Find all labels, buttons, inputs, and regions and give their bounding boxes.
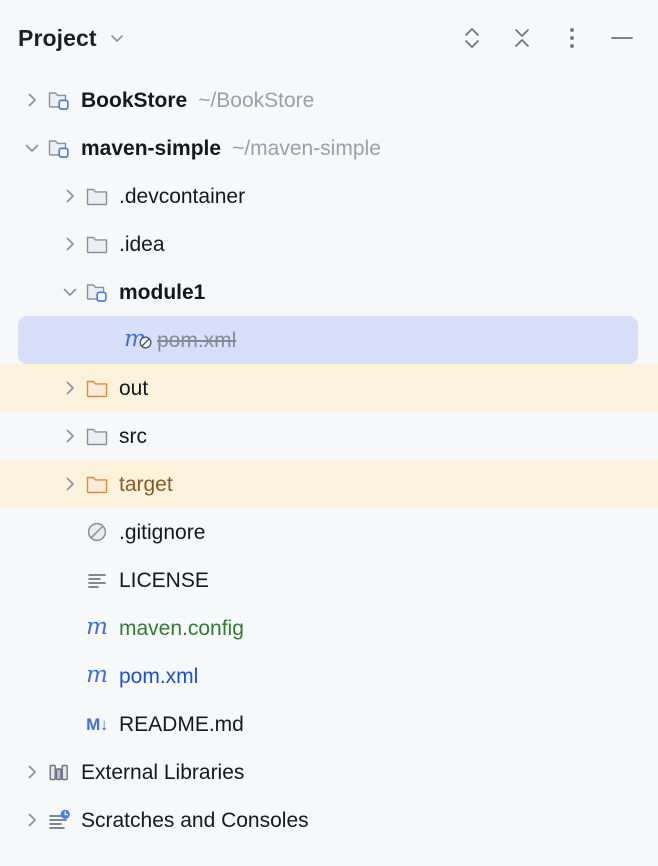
tree-row[interactable]: m pom.xml: [0, 652, 658, 700]
tree-row-label: README.md: [119, 712, 244, 736]
tree-row[interactable]: target: [0, 460, 658, 508]
collapse-all-button[interactable]: [508, 24, 536, 52]
chevron-right-icon[interactable]: [18, 758, 46, 786]
expand-all-button[interactable]: [458, 24, 486, 52]
chevron-right-icon[interactable]: [18, 806, 46, 834]
tree-row[interactable]: External Libraries: [0, 748, 658, 796]
chevron-right-icon[interactable]: [56, 422, 84, 450]
tree-row-label: pom.xml: [157, 328, 237, 352]
tree-row[interactable]: module1: [0, 268, 658, 316]
maven-icon: m: [86, 613, 108, 640]
tree-row-label: .idea: [119, 232, 165, 256]
tree-row-label: maven.config: [119, 616, 244, 640]
chevron-down-icon[interactable]: [18, 134, 46, 162]
chevron-right-icon[interactable]: [56, 230, 84, 258]
tree-row-label: LICENSE: [119, 568, 209, 592]
chevron-right-icon[interactable]: [56, 470, 84, 498]
folder-icon: [84, 231, 110, 257]
more-options-button[interactable]: [558, 24, 586, 52]
tree-row[interactable]: M↓ README.md: [0, 700, 658, 748]
excluded-folder-icon: [84, 375, 110, 401]
tree-row-label: External Libraries: [81, 760, 245, 784]
maven-ignored-icon: m: [122, 327, 152, 353]
tree-row-label: Scratches and Consoles: [81, 808, 309, 832]
folder-icon: [84, 423, 110, 449]
tree-row[interactable]: src: [0, 412, 658, 460]
tree-row[interactable]: out: [0, 364, 658, 412]
tree-row-path: ~/maven-simple: [232, 136, 381, 160]
module-folder-icon: [84, 279, 110, 305]
tree-row[interactable]: .devcontainer: [0, 172, 658, 220]
chevron-right-icon[interactable]: [56, 374, 84, 402]
tree-row-label: module1: [119, 280, 206, 304]
folder-icon: [84, 183, 110, 209]
tree-row-label: pom.xml: [119, 664, 199, 688]
chevron-right-icon[interactable]: [56, 182, 84, 210]
chevron-down-icon[interactable]: [108, 29, 126, 47]
project-tree: BookStore ~/BookStore maven-simple ~/maven-…: [0, 76, 658, 844]
libraries-icon: [46, 759, 72, 785]
tree-row[interactable]: maven-simple ~/maven-simple: [0, 124, 658, 172]
minimize-button[interactable]: [608, 24, 636, 52]
tree-row[interactable]: .idea: [0, 220, 658, 268]
tree-row-label: out: [119, 376, 149, 400]
text-file-icon: [84, 567, 110, 593]
module-folder-icon: [46, 135, 72, 161]
tree-row-label: .gitignore: [119, 520, 206, 544]
maven-icon: m: [86, 661, 108, 688]
module-folder-icon: [46, 87, 72, 113]
tree-row[interactable]: LICENSE: [0, 556, 658, 604]
tree-row-label: maven-simple: [81, 136, 222, 160]
tool-window-header: Project: [0, 0, 658, 76]
tree-row-path: ~/BookStore: [198, 88, 315, 112]
scratches-icon: [46, 807, 72, 833]
header-actions: [458, 24, 636, 52]
markdown-icon: M↓: [86, 714, 108, 734]
tree-row-label: BookStore: [81, 88, 188, 112]
excluded-folder-icon: [84, 471, 110, 497]
chevron-right-icon[interactable]: [18, 86, 46, 114]
tree-row-label: src: [119, 424, 147, 448]
tree-row[interactable]: BookStore ~/BookStore: [0, 76, 658, 124]
chevron-down-icon[interactable]: [56, 278, 84, 306]
tree-row-label: .devcontainer: [119, 184, 246, 208]
tree-row[interactable]: Scratches and Consoles: [0, 796, 658, 844]
gitignore-icon: [84, 519, 110, 545]
tree-row[interactable]: .gitignore: [0, 508, 658, 556]
tree-row-label: target: [119, 472, 173, 496]
page-title: Project: [18, 24, 97, 51]
tree-row[interactable]: m maven.config: [0, 604, 658, 652]
